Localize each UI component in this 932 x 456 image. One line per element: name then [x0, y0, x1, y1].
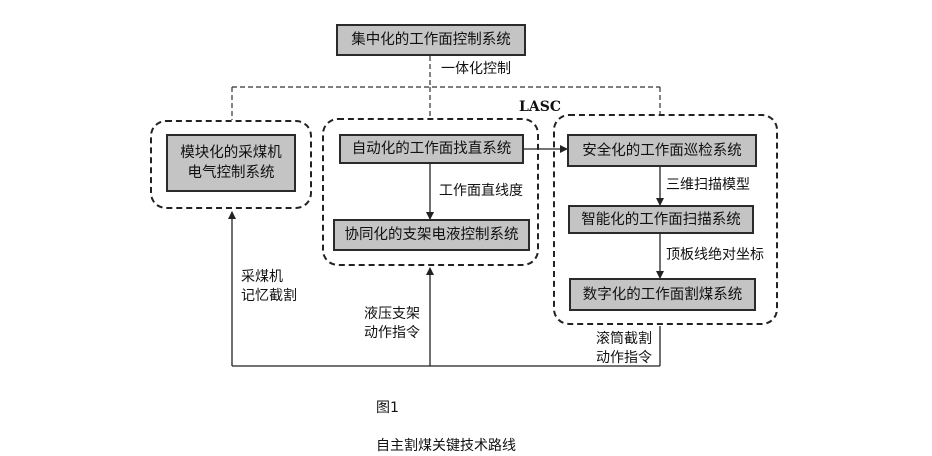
lasc-label: LASC [519, 99, 561, 115]
integrated-control-label: 一体化控制 [441, 61, 511, 77]
scanning-system-box: 智能化的工作面扫描系统 [568, 205, 754, 234]
figure-caption: 图1 自主割煤关键技术路线 [376, 380, 516, 456]
group-lasc [322, 118, 539, 266]
straightness-label: 工作面直线度 [439, 183, 523, 199]
scan-model-label: 三维扫描模型 [666, 177, 750, 193]
group-inspection [553, 114, 778, 325]
connector-lines [228, 56, 664, 367]
shearer-memory-cutting-label: 采煤机 记忆截割 [241, 269, 297, 304]
support-action-label: 液压支架 动作指令 [364, 306, 420, 341]
diagram: 集中化的工作面控制系统 模块化的采煤机 电气控制系统 自动化的工作面找直系统 协… [150, 24, 778, 454]
group-shearer [150, 120, 312, 209]
support-control-box: 协同化的支架电液控制系统 [333, 219, 530, 251]
cutting-system-box: 数字化的工作面割煤系统 [569, 278, 756, 311]
figure-title: 自主割煤关键技术路线 [376, 438, 516, 454]
drum-action-label: 滚筒截割 动作指令 [596, 331, 652, 366]
roof-coordinate-label: 顶板线绝对坐标 [666, 247, 764, 263]
straightening-system-box: 自动化的工作面找直系统 [339, 134, 524, 164]
inspection-system-box: 安全化的工作面巡检系统 [567, 134, 757, 167]
shearer-control-box: 模块化的采煤机 电气控制系统 [166, 134, 296, 192]
centralized-control-box: 集中化的工作面控制系统 [336, 24, 526, 56]
figure-number: 图1 [376, 400, 399, 416]
integration-dashed-links [231, 56, 661, 120]
